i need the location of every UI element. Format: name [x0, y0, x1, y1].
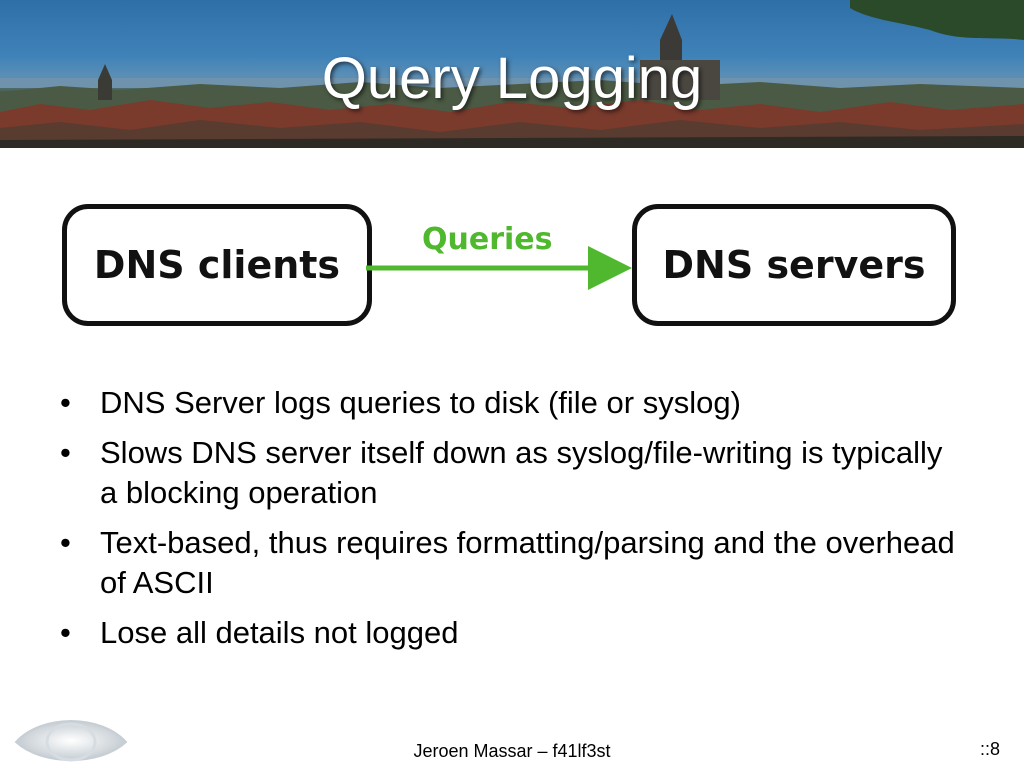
bullet-text: Slows DNS server itself down as syslog/f… [100, 435, 943, 510]
dns-servers-node: DNS servers [632, 204, 956, 326]
slide-title: Query Logging [321, 46, 703, 111]
bullet-text: Text-based, thus requires formatting/par… [100, 525, 955, 600]
eye-logo-icon [14, 720, 128, 762]
bullet-item: • DNS Server logs queries to disk (file o… [58, 383, 958, 423]
queries-edge-label: Queries [422, 222, 553, 257]
bullet-text: DNS Server logs queries to disk (file or… [100, 385, 741, 420]
bullet-item: • Lose all details not logged [58, 613, 958, 653]
city-panorama-image [0, 0, 1024, 148]
bullet-dot-icon: • [60, 615, 71, 650]
footer-author: Jeroen Massar – f41lf3st [413, 741, 611, 761]
page-number: ::8 [979, 739, 1000, 759]
queries-arrow [366, 246, 632, 290]
bullet-dot-icon: • [60, 435, 71, 470]
bullet-dot-icon: • [60, 525, 71, 560]
bullet-list: • DNS Server logs queries to disk (file o… [58, 383, 958, 663]
bullet-dot-icon: • [60, 385, 71, 420]
bullet-item: • Text-based, thus requires formatting/pa… [58, 523, 958, 603]
bullet-text: Lose all details not logged [100, 615, 459, 650]
dns-flow-diagram: DNS clients Queries DNS servers [60, 200, 960, 335]
bullet-item: • Slows DNS server itself down as syslog/… [58, 433, 958, 513]
header-banner: Query Logging [0, 0, 1024, 148]
dns-clients-node: DNS clients [62, 204, 372, 326]
